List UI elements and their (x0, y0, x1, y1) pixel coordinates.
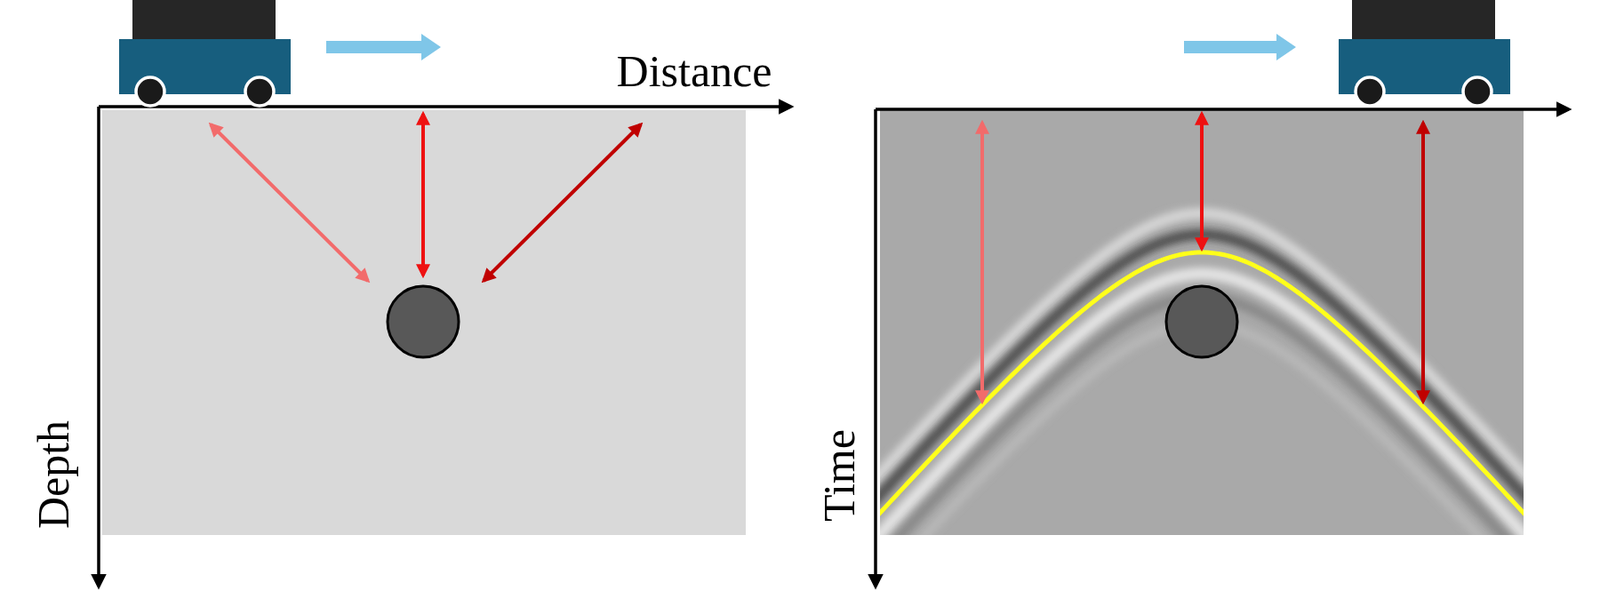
cart-top (132, 0, 276, 40)
ray-arrow (421, 113, 425, 276)
depth-axis (96, 106, 101, 587)
reflection-bands (880, 213, 1524, 536)
motion-arrow (1184, 33, 1296, 61)
gpr-cart (1338, 0, 1511, 106)
ray-arrow (210, 124, 368, 281)
cart-top (1352, 0, 1496, 40)
distance-axis (98, 104, 792, 109)
travel-time-arrow (1421, 122, 1425, 402)
distance-axis (875, 107, 1569, 112)
axis-label: Distance (616, 48, 773, 94)
wheel (245, 77, 274, 106)
travel-time-arrow (1200, 113, 1204, 249)
wheel (136, 77, 165, 106)
wheel (1463, 77, 1492, 106)
ground-section (102, 110, 746, 536)
motion-arrow (326, 33, 441, 61)
hyperbola-curve (880, 252, 1524, 523)
hyperbola-fit (880, 252, 1524, 523)
radargram (880, 110, 1524, 536)
axis-label: Depth (31, 420, 76, 529)
travel-time-arrow (980, 122, 984, 402)
reflection-band (880, 273, 1524, 536)
buried-object (387, 286, 459, 358)
buried-object (1166, 286, 1238, 358)
wheel (1355, 77, 1384, 106)
gpr-cart (119, 0, 291, 106)
time-axis (873, 109, 878, 587)
axis-label: Time (816, 429, 862, 522)
ray-arrow (483, 124, 641, 281)
